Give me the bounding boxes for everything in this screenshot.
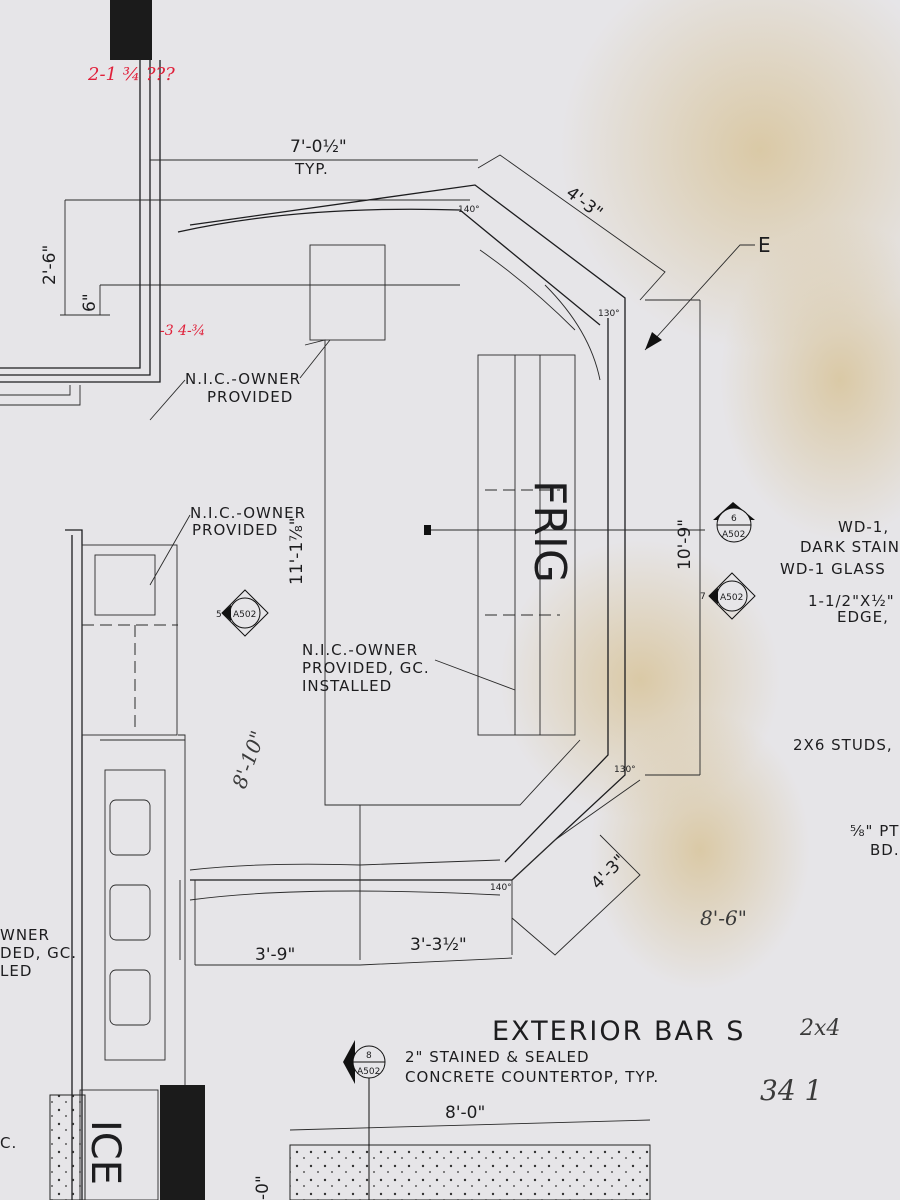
right-notes: WD-1, DARK STAIN WD-1 GLASS 1-1/2"X½" ED…	[780, 518, 900, 859]
marker-number: 7	[700, 592, 706, 602]
section-marker-7: 7 A502	[700, 572, 756, 620]
bar-outline	[177, 184, 705, 965]
dim-inner-height: 11'-1⅞"	[287, 517, 307, 585]
leader-lines	[149, 339, 516, 691]
label-nic-top: N.I.C.-OWNER	[185, 370, 301, 388]
label-frig: FRIG	[524, 480, 575, 583]
label-nic-center-2: PROVIDED, GC.	[302, 659, 430, 677]
handwritten-8-6: 8'-6"	[700, 906, 747, 930]
section-marker-5: 5 A502	[216, 589, 269, 637]
note: ⅝" PT	[850, 822, 899, 840]
marker-sheet: A502	[722, 530, 745, 540]
handwritten-red-top: 2-1 ¾ ???	[87, 64, 175, 85]
note: WD-1 GLASS	[780, 560, 886, 578]
handwritten-2x4: 2x4	[799, 1016, 840, 1041]
dim-bottom-mid: 3'-3½"	[410, 935, 467, 955]
dim-left-2-6: 2'-6"	[40, 245, 60, 285]
label-nic-edge: WNER	[0, 926, 50, 944]
elevation-marker-e: E	[644, 233, 771, 351]
handwritten-34: 34 1	[760, 1074, 822, 1107]
marker-number: 8	[366, 1051, 372, 1061]
label-nic-center: N.I.C.-OWNER	[302, 641, 418, 659]
dimension-lines	[60, 154, 701, 1131]
label-nic-left-2: PROVIDED	[192, 521, 278, 539]
angle-label: 130°	[614, 765, 636, 775]
marker-number: 6	[731, 514, 737, 524]
angle-label: 140°	[490, 883, 512, 893]
note: BD.,	[870, 841, 900, 859]
marker-sheet: A502	[357, 1067, 380, 1077]
handwritten-8-10: 8'-10"	[227, 727, 270, 791]
note: DARK STAIN	[800, 538, 900, 556]
dim-section-width: 8'-0"	[445, 1103, 485, 1123]
dim-top-width: 7'-0½"	[290, 137, 347, 157]
handwritten-red-mid: -3 4-¾	[160, 323, 205, 339]
dim-bottom-left: 3'-9"	[255, 945, 295, 965]
label-nic-edge-2: DED, GC.	[0, 944, 77, 962]
section-marker-6: 6 A502	[713, 502, 755, 543]
angle-label: 130°	[598, 309, 620, 319]
dim-top-width-note: TYP.	[294, 160, 329, 178]
section-marker-8: 8 A502	[343, 1040, 386, 1200]
marker-sheet: A502	[720, 593, 743, 603]
drawing-title: EXTERIOR BAR S	[492, 1016, 745, 1047]
label-nic-left: N.I.C.-OWNER	[190, 504, 306, 522]
label-nic-edge-3: LED	[0, 962, 32, 980]
note: 2X6 STUDS,	[793, 736, 893, 754]
elevation-mark-label: E	[758, 233, 771, 257]
dim-left-6: 6"	[80, 293, 100, 312]
wall-left-top	[0, 0, 161, 406]
label-countertop-2: CONCRETE COUNTERTOP, TYP.	[405, 1068, 659, 1086]
angle-label: 140°	[458, 205, 480, 215]
marker-sheet: A502	[233, 610, 256, 620]
note: 1-1/2"X½"	[808, 592, 895, 610]
left-casework	[49, 529, 651, 1200]
label-countertop: 2" STAINED & SEALED	[405, 1048, 590, 1066]
dim-right-height: 10'-9"	[675, 519, 695, 570]
label-edge-c: C.	[0, 1134, 17, 1152]
label-nic-center-3: INSTALLED	[302, 677, 392, 695]
marker-number: 5	[216, 610, 222, 620]
paper-stains	[500, 0, 900, 990]
angle-labels: 140° 130° 130° 140°	[458, 205, 636, 893]
note: WD-1,	[838, 518, 889, 536]
label-nic-top-2: PROVIDED	[207, 388, 293, 406]
dim-section-height: -0"	[253, 1175, 273, 1200]
label-ice: ICE	[82, 1120, 128, 1185]
note: EDGE,	[837, 608, 889, 626]
